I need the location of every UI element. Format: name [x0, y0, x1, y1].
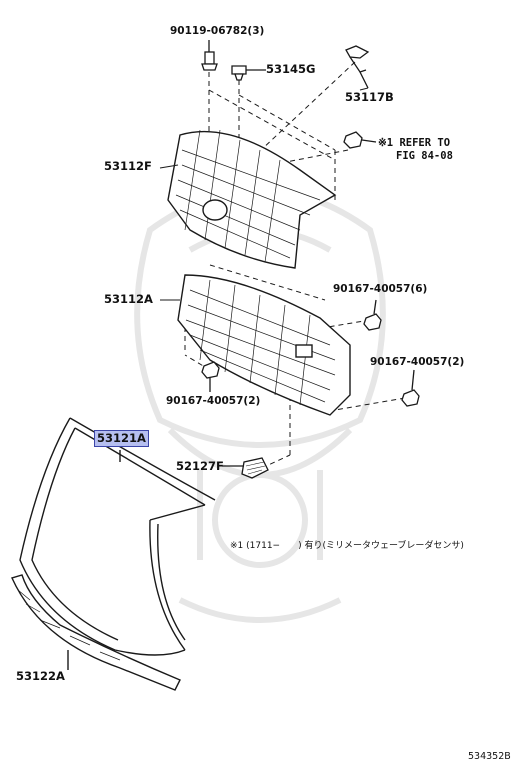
label-leaders — [159, 87, 369, 301]
label-molding-53121a[interactable]: 53121A — [94, 430, 149, 447]
lower-spoiler-53122a[interactable] — [11, 574, 181, 691]
label-lower-53122a[interactable]: 53122A — [16, 669, 65, 683]
diagram-id: 534352B — [468, 751, 511, 762]
nut-ref-icon[interactable] — [343, 131, 377, 149]
label-nut-90167-b[interactable]: 90167-40057(2) — [166, 395, 261, 407]
label-refer-line2[interactable]: FIG 84-08 — [396, 150, 453, 162]
footnote: ※1 (1711− ) 有り(ミリメータウェーブレーダセンサ) — [230, 541, 464, 551]
label-cover-52127f[interactable]: 52127F — [176, 459, 224, 473]
bolt-90119-icon[interactable] — [201, 40, 218, 71]
clip-53145g-icon[interactable] — [231, 65, 266, 81]
label-grille-53112a[interactable]: 53112A — [104, 292, 153, 306]
upper-grille-53112f[interactable] — [167, 129, 337, 269]
label-bracket-53117b[interactable]: 53117B — [345, 90, 394, 104]
label-bolt-90119[interactable]: 90119-06782(3) — [170, 25, 265, 37]
label-grille-53112f[interactable]: 53112F — [104, 159, 152, 173]
label-clip-53145g[interactable]: 53145G — [266, 62, 316, 76]
cover-52127f[interactable] — [222, 457, 269, 479]
nut-90167-a-icon[interactable] — [363, 299, 382, 331]
label-nut-90167-a[interactable]: 90167-40057(6) — [333, 283, 428, 295]
nut-90167-b-icon[interactable] — [201, 361, 220, 392]
label-refer-line1: ※1 REFER TO — [378, 137, 451, 149]
nut-90167-c-icon[interactable] — [401, 369, 420, 407]
lower-grille-53112a[interactable] — [177, 274, 351, 416]
bracket-53117b-icon[interactable] — [345, 45, 370, 89]
watermark-emblem — [134, 187, 386, 623]
label-nut-90167-c[interactable]: 90167-40057(2) — [370, 356, 465, 368]
